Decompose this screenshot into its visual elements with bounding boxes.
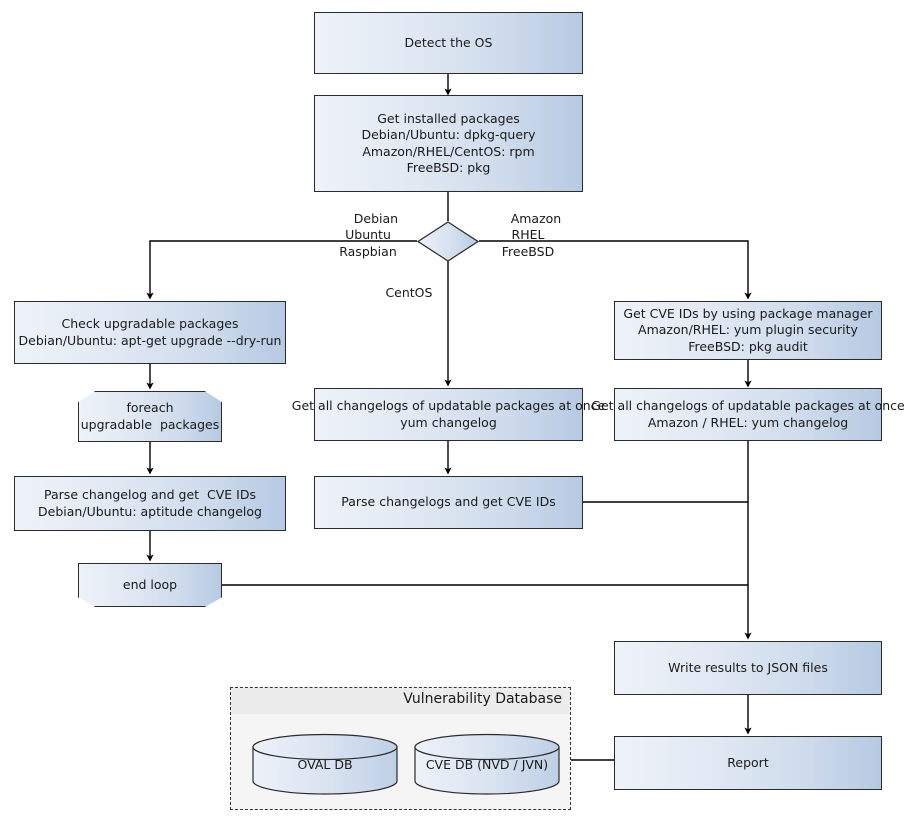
node-report-label: Report: [727, 754, 769, 770]
node-write-results-label: Write results to JSON files: [668, 659, 828, 675]
database-oval-db-label: OVAL DB: [297, 757, 353, 772]
node-get-changelogs-centos[interactable]: Get all changelogs of updatable packages…: [292, 388, 605, 441]
node-parse-changelog-debian-label: Parse changelog and get CVE IDs Debian/U…: [38, 487, 262, 519]
database-cve-db-label: CVE DB (NVD / JVN): [425, 757, 549, 772]
node-check-upgradable-label: Check upgradable packages Debian/Ubuntu:…: [18, 316, 282, 348]
node-get-changelogs-rhel-label: Get all changelogs of updatable packages…: [591, 398, 905, 430]
group-title: Vulnerability Database: [403, 691, 562, 707]
node-get-cve-ids-package-manager[interactable]: Get CVE IDs by using package manager Ama…: [614, 301, 882, 360]
group-vulnerability-database: Vulnerability Database OVAL DB: [230, 687, 571, 810]
node-end-loop[interactable]: end loop: [78, 563, 222, 607]
node-parse-changelogs-centos[interactable]: Parse changelogs and get CVE IDs: [314, 476, 583, 529]
node-check-upgradable[interactable]: Check upgradable packages Debian/Ubuntu:…: [14, 301, 286, 364]
node-foreach-loop[interactable]: foreach upgradable packages: [78, 391, 222, 442]
node-parse-changelogs-centos-label: Parse changelogs and get CVE IDs: [341, 494, 556, 510]
database-cve-db[interactable]: CVE DB (NVD / JVN): [413, 733, 561, 795]
branch-label-down: CentOS: [358, 268, 444, 318]
database-oval-db[interactable]: OVAL DB: [251, 733, 399, 795]
node-get-changelogs-rhel[interactable]: Get all changelogs of updatable packages…: [591, 388, 905, 441]
branch-label-right-text: Amazon RHEL FreeBSD: [501, 210, 562, 259]
group-title-bar: [231, 688, 570, 714]
branch-label-left-text: Debian Ubuntu Raspbian: [339, 210, 399, 259]
node-report[interactable]: Report: [614, 736, 882, 790]
node-get-changelogs-centos-label: Get all changelogs of updatable packages…: [291, 398, 606, 430]
branch-label-left: Debian Ubuntu Raspbian: [318, 194, 418, 277]
node-detect-os-label: Detect the OS: [404, 34, 493, 50]
node-parse-changelog-debian[interactable]: Parse changelog and get CVE IDs Debian/U…: [14, 476, 286, 531]
decision-os-family[interactable]: [417, 221, 479, 262]
node-get-installed-packages[interactable]: Get installed packages Debian/Ubuntu: dp…: [314, 95, 583, 192]
branch-label-down-text: CentOS: [385, 284, 433, 300]
node-foreach-loop-label: foreach upgradable packages: [80, 400, 220, 432]
node-end-loop-label: end loop: [122, 576, 178, 592]
node-write-results[interactable]: Write results to JSON files: [614, 641, 882, 695]
node-get-installed-packages-label: Get installed packages Debian/Ubuntu: dp…: [361, 110, 536, 176]
node-detect-os[interactable]: Detect the OS: [314, 12, 583, 74]
branch-label-right: Amazon RHEL FreeBSD: [478, 194, 578, 277]
node-get-cve-ids-package-manager-label: Get CVE IDs by using package manager Ama…: [623, 305, 873, 354]
